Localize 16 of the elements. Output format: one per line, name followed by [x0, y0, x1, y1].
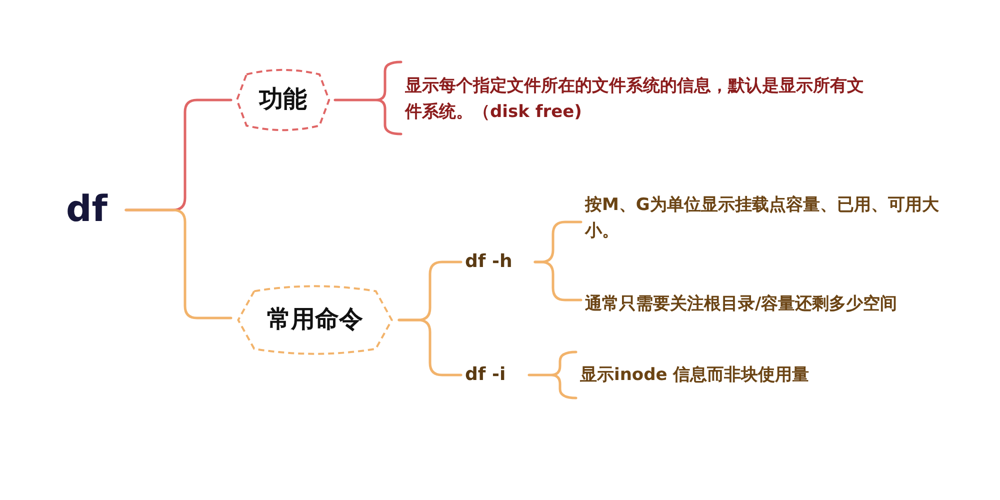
brace-connector: [124, 208, 232, 320]
brace-connector: [398, 318, 462, 376]
hexagon-topic-box: [235, 68, 331, 132]
brace-connector: [534, 260, 582, 302]
description-text: 显示inode 信息而非块使用量: [580, 361, 900, 389]
command-label: df -h: [465, 248, 531, 276]
description-text: 显示每个指定文件所在的文件系统的信息，默认是显示所有文件系统。（disk free): [405, 67, 867, 131]
brace-connector: [528, 350, 578, 400]
root-topic-label: df: [66, 185, 122, 235]
topic-label: 常用命令: [267, 304, 363, 336]
description-text: 按M、G为单位显示挂载点容量、已用、可用大小。: [585, 186, 950, 250]
brace-connector: [334, 60, 402, 136]
hexagon-topic-box: [235, 284, 395, 356]
description-text: 通常只需要关注根目录/容量还剩多少空间: [585, 272, 935, 336]
topic-label: 功能: [259, 84, 307, 116]
command-label: df -i: [465, 361, 525, 389]
